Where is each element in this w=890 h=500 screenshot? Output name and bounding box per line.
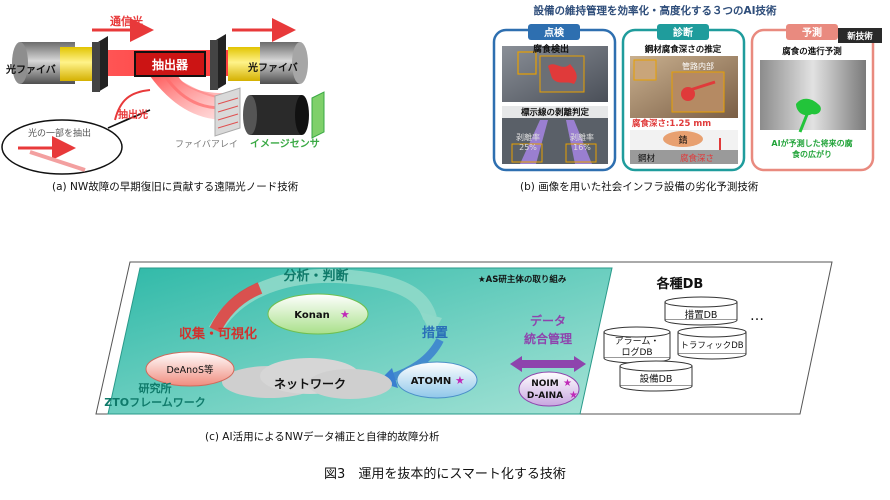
db-alarm: [603, 326, 671, 364]
panel-a-caption: (a) NW故障の早期復旧に貢献する遠隔光ノード技術: [52, 180, 299, 193]
line-judge-label: 標示線の剥離判定: [521, 107, 590, 118]
atomn-star: ★: [455, 374, 465, 387]
new-tech-badge: [838, 28, 882, 43]
diagnose-title: 鋼材腐食深さの推定: [644, 44, 722, 55]
measure-label: 措置: [422, 325, 448, 341]
network-label: ネットワーク: [274, 377, 346, 391]
db-ellipsis: …: [750, 308, 764, 324]
data-mgmt-line1: データ: [530, 313, 566, 328]
extractor-label: 抽出器: [152, 57, 189, 72]
depth-mark-label: 腐食深さ: [680, 153, 714, 164]
predict-tab-label: 予測: [802, 26, 822, 39]
db-alarm-line2: ログDB: [621, 346, 652, 358]
callout-label: 光の一部を抽出: [28, 127, 91, 139]
legend-label: ★AS研主体の取り組み: [478, 274, 567, 285]
predict-tab: [786, 24, 838, 40]
fiber-array: [214, 87, 241, 137]
analysis-label: 分析・判断: [283, 268, 348, 284]
predict-title: 腐食の進行予測: [782, 46, 842, 57]
framework-line1: 研究所: [139, 381, 172, 395]
rate1-label: 剥離率: [516, 132, 540, 142]
daina-star: ★: [569, 390, 578, 401]
inner-label: 管路内部: [682, 61, 714, 71]
db-equipment-label: 設備DB: [640, 373, 673, 385]
image-sensor: [311, 91, 325, 139]
daina-label: D-AINA: [527, 391, 563, 401]
fiber-array-label: ファイバアレイ: [175, 139, 238, 150]
konan-star: ★: [340, 308, 350, 321]
predict-note-line1: AIが予測した将来の腐: [771, 138, 852, 148]
deanos-node: [145, 351, 235, 387]
rate1-value: 25%: [519, 143, 537, 152]
new-tech-label: 新技術: [847, 31, 873, 42]
data-mgmt-line2: 統合管理: [524, 331, 572, 346]
rate2-value: 16%: [573, 143, 591, 152]
panel-b-caption: (b) 画像を用いた社会インフラ設備の劣化予測技術: [520, 180, 759, 193]
panel-c: Konan ★ DeAnoS等 ATOMN ★ 分析・判断 収集・可視化 措置 …: [95, 261, 833, 415]
steel-label: 鋼材: [638, 153, 656, 164]
atomn-node: [396, 361, 478, 399]
db-title: 各種DB: [656, 276, 704, 292]
framework-line2: ZTOフレームワーク: [104, 396, 206, 409]
konan-node: [267, 293, 369, 335]
figure-caption: 図3 運用を抜本的にスマート化する技術: [324, 466, 566, 482]
rate2-label: 剥離率: [570, 132, 594, 142]
rust-blob: [663, 131, 703, 147]
diagnose-tab-label: 診断: [673, 26, 693, 39]
right-fiber-connector: [228, 47, 264, 81]
db-measure-label: 措置DB: [685, 309, 718, 321]
panel-b-title: 設備の維持管理を効率化・高度化する３つのAI技術: [533, 4, 777, 17]
db-traffic-label: トラフィックDB: [680, 341, 743, 351]
db-measure: [664, 296, 738, 326]
deanos-label: DeAnoS等: [166, 364, 214, 376]
noim-label: NOIM: [531, 379, 559, 389]
data-arrow: [510, 356, 586, 372]
extracted-light-label: 抽出光: [118, 108, 148, 121]
depth-label: 腐食深さ:1.25 mm: [632, 118, 711, 129]
rust-label: 錆: [678, 134, 687, 146]
konan-label: Konan: [294, 310, 329, 321]
corrosion-detect-label: 腐食検出: [533, 43, 569, 55]
panel-a: 通信光 光ファイバ 抽出器 光ファイバ 抽出光 光の一部を抽出 ファイバアレイ …: [1, 14, 325, 175]
panel-c-caption: (c) AI活用によるNWデータ補正と自律的故障分析: [205, 430, 440, 443]
comm-light-label: 通信光: [110, 14, 143, 28]
db-traffic: [677, 326, 747, 360]
extractor-box: [134, 51, 206, 77]
collect-label: 収集・可視化: [179, 326, 257, 342]
db-equipment: [619, 360, 693, 392]
predict-note-line2: 食の広がり: [792, 149, 832, 159]
inspect-tab: [528, 24, 580, 40]
image-sensor-label: イメージセンサ: [250, 138, 320, 150]
noim-star: ★: [563, 378, 572, 389]
inspect-tab-label: 点検: [544, 26, 565, 39]
right-fiber-label: 光ファイバ: [247, 61, 298, 74]
atomn-label: ATOMN: [411, 376, 452, 387]
diagnose-tab: [657, 24, 709, 40]
db-alarm-line1: アラーム・: [615, 336, 660, 347]
left-fiber-label: 光ファイバ: [5, 63, 56, 76]
network-cloud: [222, 358, 392, 399]
panel-b: 設備の維持管理を効率化・高度化する３つのAI技術 点検 腐食検出 標示線の剥離判…: [492, 4, 882, 172]
noim-node: [518, 371, 580, 407]
